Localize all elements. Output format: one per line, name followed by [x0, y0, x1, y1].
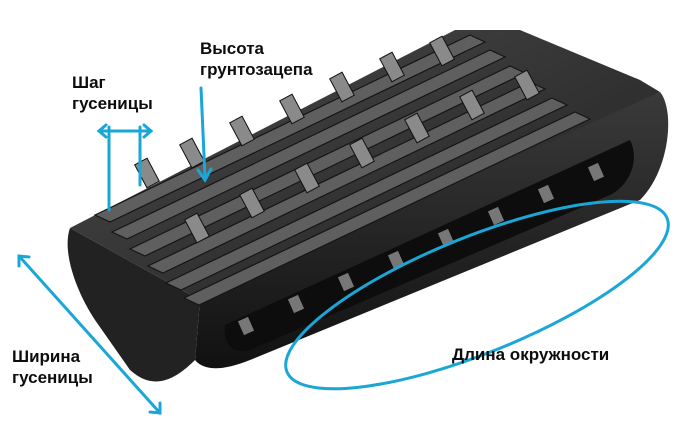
- tread-cleat: [379, 51, 405, 83]
- guide-lug: [586, 161, 606, 183]
- pitch-arrowhead-right: [142, 123, 154, 139]
- tread-lug: [164, 97, 569, 291]
- circumference-label: Длина окружности: [452, 345, 610, 364]
- lug-height-label: Высота грунтозацепа: [200, 39, 313, 79]
- lug-height-arrow: [199, 86, 207, 180]
- track-inner-opening: [224, 140, 634, 352]
- tread-cleat: [294, 162, 320, 194]
- width-arrow: [17, 254, 162, 415]
- pitch-arrowhead-left: [96, 123, 108, 139]
- tread-cleat: [514, 69, 540, 101]
- guide-lug: [236, 315, 256, 337]
- guide-lug: [286, 293, 306, 315]
- annotations: [17, 86, 670, 415]
- track-width-label: Ширина гусеницы: [12, 347, 93, 387]
- track-pitch-label: Шаг гусеницы: [72, 73, 153, 113]
- tread-cleat: [179, 137, 205, 169]
- tread-cleat: [329, 71, 355, 103]
- guide-lugs: [236, 161, 606, 337]
- tread-cleat: [134, 157, 160, 189]
- tread-cleat: [184, 212, 210, 244]
- tread-cleat: [279, 93, 305, 125]
- tread-cleat: [429, 35, 455, 67]
- tread-cleat: [459, 89, 485, 121]
- guide-lug: [536, 183, 556, 205]
- width-arrowhead-bottom: [148, 401, 162, 415]
- width-arrowhead-top: [17, 254, 31, 268]
- tread-cleat: [349, 137, 375, 169]
- tread-cleat: [229, 115, 255, 147]
- tread-lug: [146, 81, 547, 274]
- track-front-end: [67, 228, 200, 382]
- circumference-ellipse: [284, 199, 670, 391]
- guide-lug: [336, 271, 356, 293]
- tread-lug: [110, 49, 507, 240]
- tread-lugs: [93, 34, 592, 306]
- tread-cleat: [239, 187, 265, 219]
- tread-lug: [182, 111, 592, 306]
- lug-height-arrowhead: [196, 167, 213, 183]
- tread-cleat: [404, 112, 430, 144]
- guide-lug: [486, 205, 506, 227]
